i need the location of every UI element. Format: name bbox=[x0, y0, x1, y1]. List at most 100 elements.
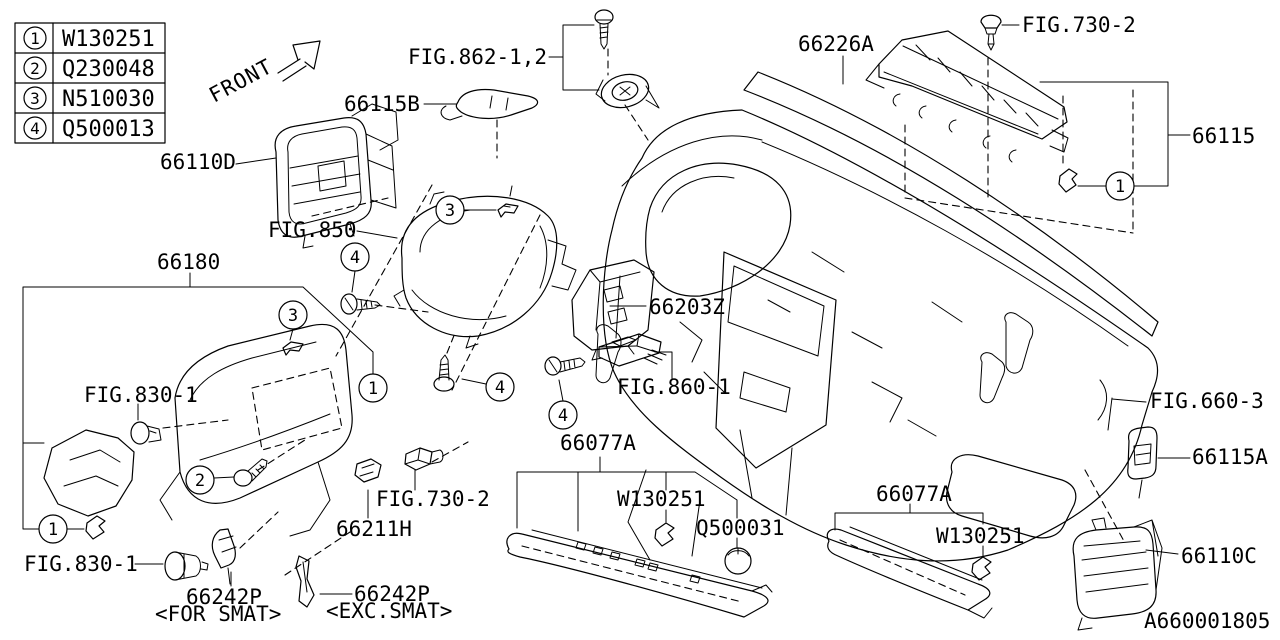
speaker-ring bbox=[600, 73, 650, 109]
legend-table: 1 W130251 2 Q230048 3 N510030 4 Q500013 bbox=[14, 22, 166, 144]
drawing-number: A660001805 bbox=[1144, 609, 1270, 633]
grommet-q500031 bbox=[724, 547, 752, 575]
legend-callout-4 bbox=[23, 116, 47, 140]
legend-code-3: N510030 bbox=[62, 87, 155, 112]
speaker-assembly-fig862 bbox=[594, 9, 660, 109]
cluster-trim-66180 bbox=[159, 323, 353, 537]
clip-w130251-grille bbox=[1058, 168, 1078, 193]
callout-3-b-num: 3 bbox=[288, 306, 298, 326]
label-66211h: 66211H bbox=[336, 517, 412, 541]
clip-w130251-center bbox=[654, 522, 675, 547]
legend-num-1: 1 bbox=[30, 29, 40, 48]
bracket-66115b bbox=[440, 88, 539, 121]
label-for-smat: <FOR SMAT> bbox=[155, 602, 281, 626]
cylinder-fig830-bottom bbox=[164, 551, 209, 581]
label-q500031: Q500031 bbox=[696, 516, 785, 540]
callout-4-b bbox=[485, 372, 515, 402]
front-label: FRONT bbox=[205, 54, 277, 107]
clip-w130251-left bbox=[85, 515, 106, 540]
clip-w130251-right bbox=[971, 556, 992, 581]
leader-lines bbox=[22, 24, 1191, 595]
callout-4-b-num: 4 bbox=[495, 378, 505, 398]
screw-3 bbox=[233, 458, 268, 487]
label-w130251-right: W130251 bbox=[936, 524, 1025, 548]
part-labels: FIG.862-1,2 66115B 66110D FIG.850 66180 … bbox=[24, 13, 1270, 633]
clip-n510030-right bbox=[497, 203, 519, 218]
callout-2-num: 2 bbox=[195, 471, 205, 491]
legend-code-2: Q230048 bbox=[62, 57, 155, 82]
legend-grid bbox=[14, 22, 166, 144]
construction-dashed-lines bbox=[162, 48, 1134, 603]
label-66115b: 66115B bbox=[344, 92, 420, 116]
clip-66211h bbox=[354, 458, 382, 483]
bracket-66242p-for bbox=[211, 528, 237, 585]
legend-code-1: W130251 bbox=[62, 27, 155, 52]
legend-callout-2 bbox=[23, 56, 47, 80]
label-fig830-1-top: FIG.830-1 bbox=[84, 383, 198, 407]
callout-1-c bbox=[1105, 171, 1135, 201]
callout-4-c-num: 4 bbox=[558, 406, 568, 426]
callout-3-b bbox=[278, 300, 308, 330]
fasteners bbox=[85, 14, 1078, 608]
callout-1-c-num: 1 bbox=[1115, 177, 1125, 197]
windshield-trim-66226a bbox=[743, 71, 1159, 337]
label-fig730-2-right: FIG.730-2 bbox=[1022, 13, 1136, 37]
callout-1-a-num: 1 bbox=[368, 379, 378, 399]
push-pin-right bbox=[980, 14, 1002, 51]
legend-callout-3 bbox=[23, 86, 47, 110]
side-vent-66110d bbox=[274, 103, 399, 249]
label-66115a: 66115A bbox=[1192, 445, 1268, 469]
lower-trim-left bbox=[43, 429, 135, 517]
label-66110c: 66110C bbox=[1181, 544, 1257, 568]
label-66242p-exc: 66242P bbox=[354, 582, 430, 606]
callout-3-a bbox=[435, 195, 465, 225]
callout-4-a bbox=[340, 242, 370, 272]
side-vent-66110c bbox=[1072, 517, 1163, 631]
callout-3-a-num: 3 bbox=[445, 201, 455, 221]
callout-1-a bbox=[358, 373, 388, 403]
callouts: 4 3 3 1 4 2 1 4 1 bbox=[38, 171, 1135, 544]
front-indicator: FRONT bbox=[205, 40, 321, 107]
label-66226a: 66226A bbox=[798, 32, 874, 56]
legend-num-4: 4 bbox=[30, 119, 40, 138]
relay-bracket-66203z bbox=[571, 259, 655, 361]
label-66180: 66180 bbox=[157, 250, 220, 274]
callout-4-c bbox=[548, 400, 578, 430]
label-fig850: FIG.850 bbox=[268, 218, 357, 242]
front-direction-arrow-icon bbox=[277, 40, 321, 82]
screw-4 bbox=[544, 356, 586, 376]
label-fig862: FIG.862-1,2 bbox=[408, 45, 547, 69]
grommet-fig830-top bbox=[130, 421, 162, 445]
label-fig730-2-left: FIG.730-2 bbox=[376, 487, 490, 511]
legend-num-2: 2 bbox=[30, 59, 40, 78]
label-66110d: 66110D bbox=[160, 150, 236, 174]
label-66203z: 66203Z bbox=[649, 295, 725, 319]
legend-num-3: 3 bbox=[30, 89, 40, 108]
callout-1-b bbox=[38, 514, 68, 544]
lower-panel-66077a-center bbox=[506, 529, 773, 618]
lower-panel-66077a-right bbox=[826, 526, 993, 619]
clip-n510030-left bbox=[282, 341, 304, 356]
screw-1 bbox=[340, 293, 381, 315]
bracket-66242p-exc bbox=[295, 555, 315, 608]
label-fig660-3: FIG.660-3 bbox=[1150, 389, 1264, 413]
callout-2 bbox=[185, 465, 215, 495]
label-fig860-1: FIG.860-1 bbox=[617, 375, 731, 399]
instrument-panel-body bbox=[595, 109, 1159, 562]
callout-4-a-num: 4 bbox=[350, 248, 360, 268]
label-66242p-for: 66242P bbox=[186, 585, 262, 609]
label-exc-smat: <EXC.SMAT> bbox=[326, 599, 452, 623]
defroster-grille-66115 bbox=[865, 30, 1069, 163]
callout-1-b-num: 1 bbox=[48, 520, 58, 540]
label-66115: 66115 bbox=[1192, 124, 1255, 148]
screw-2 bbox=[433, 354, 455, 392]
vent-66115a bbox=[1127, 426, 1158, 499]
label-w130251-center: W130251 bbox=[617, 487, 706, 511]
control-unit-fig860 bbox=[598, 333, 667, 367]
legend-callout-1 bbox=[23, 26, 47, 50]
label-fig830-1-bottom: FIG.830-1 bbox=[24, 552, 138, 576]
screw-head bbox=[594, 9, 614, 25]
label-66077a-center: 66077A bbox=[560, 431, 636, 455]
